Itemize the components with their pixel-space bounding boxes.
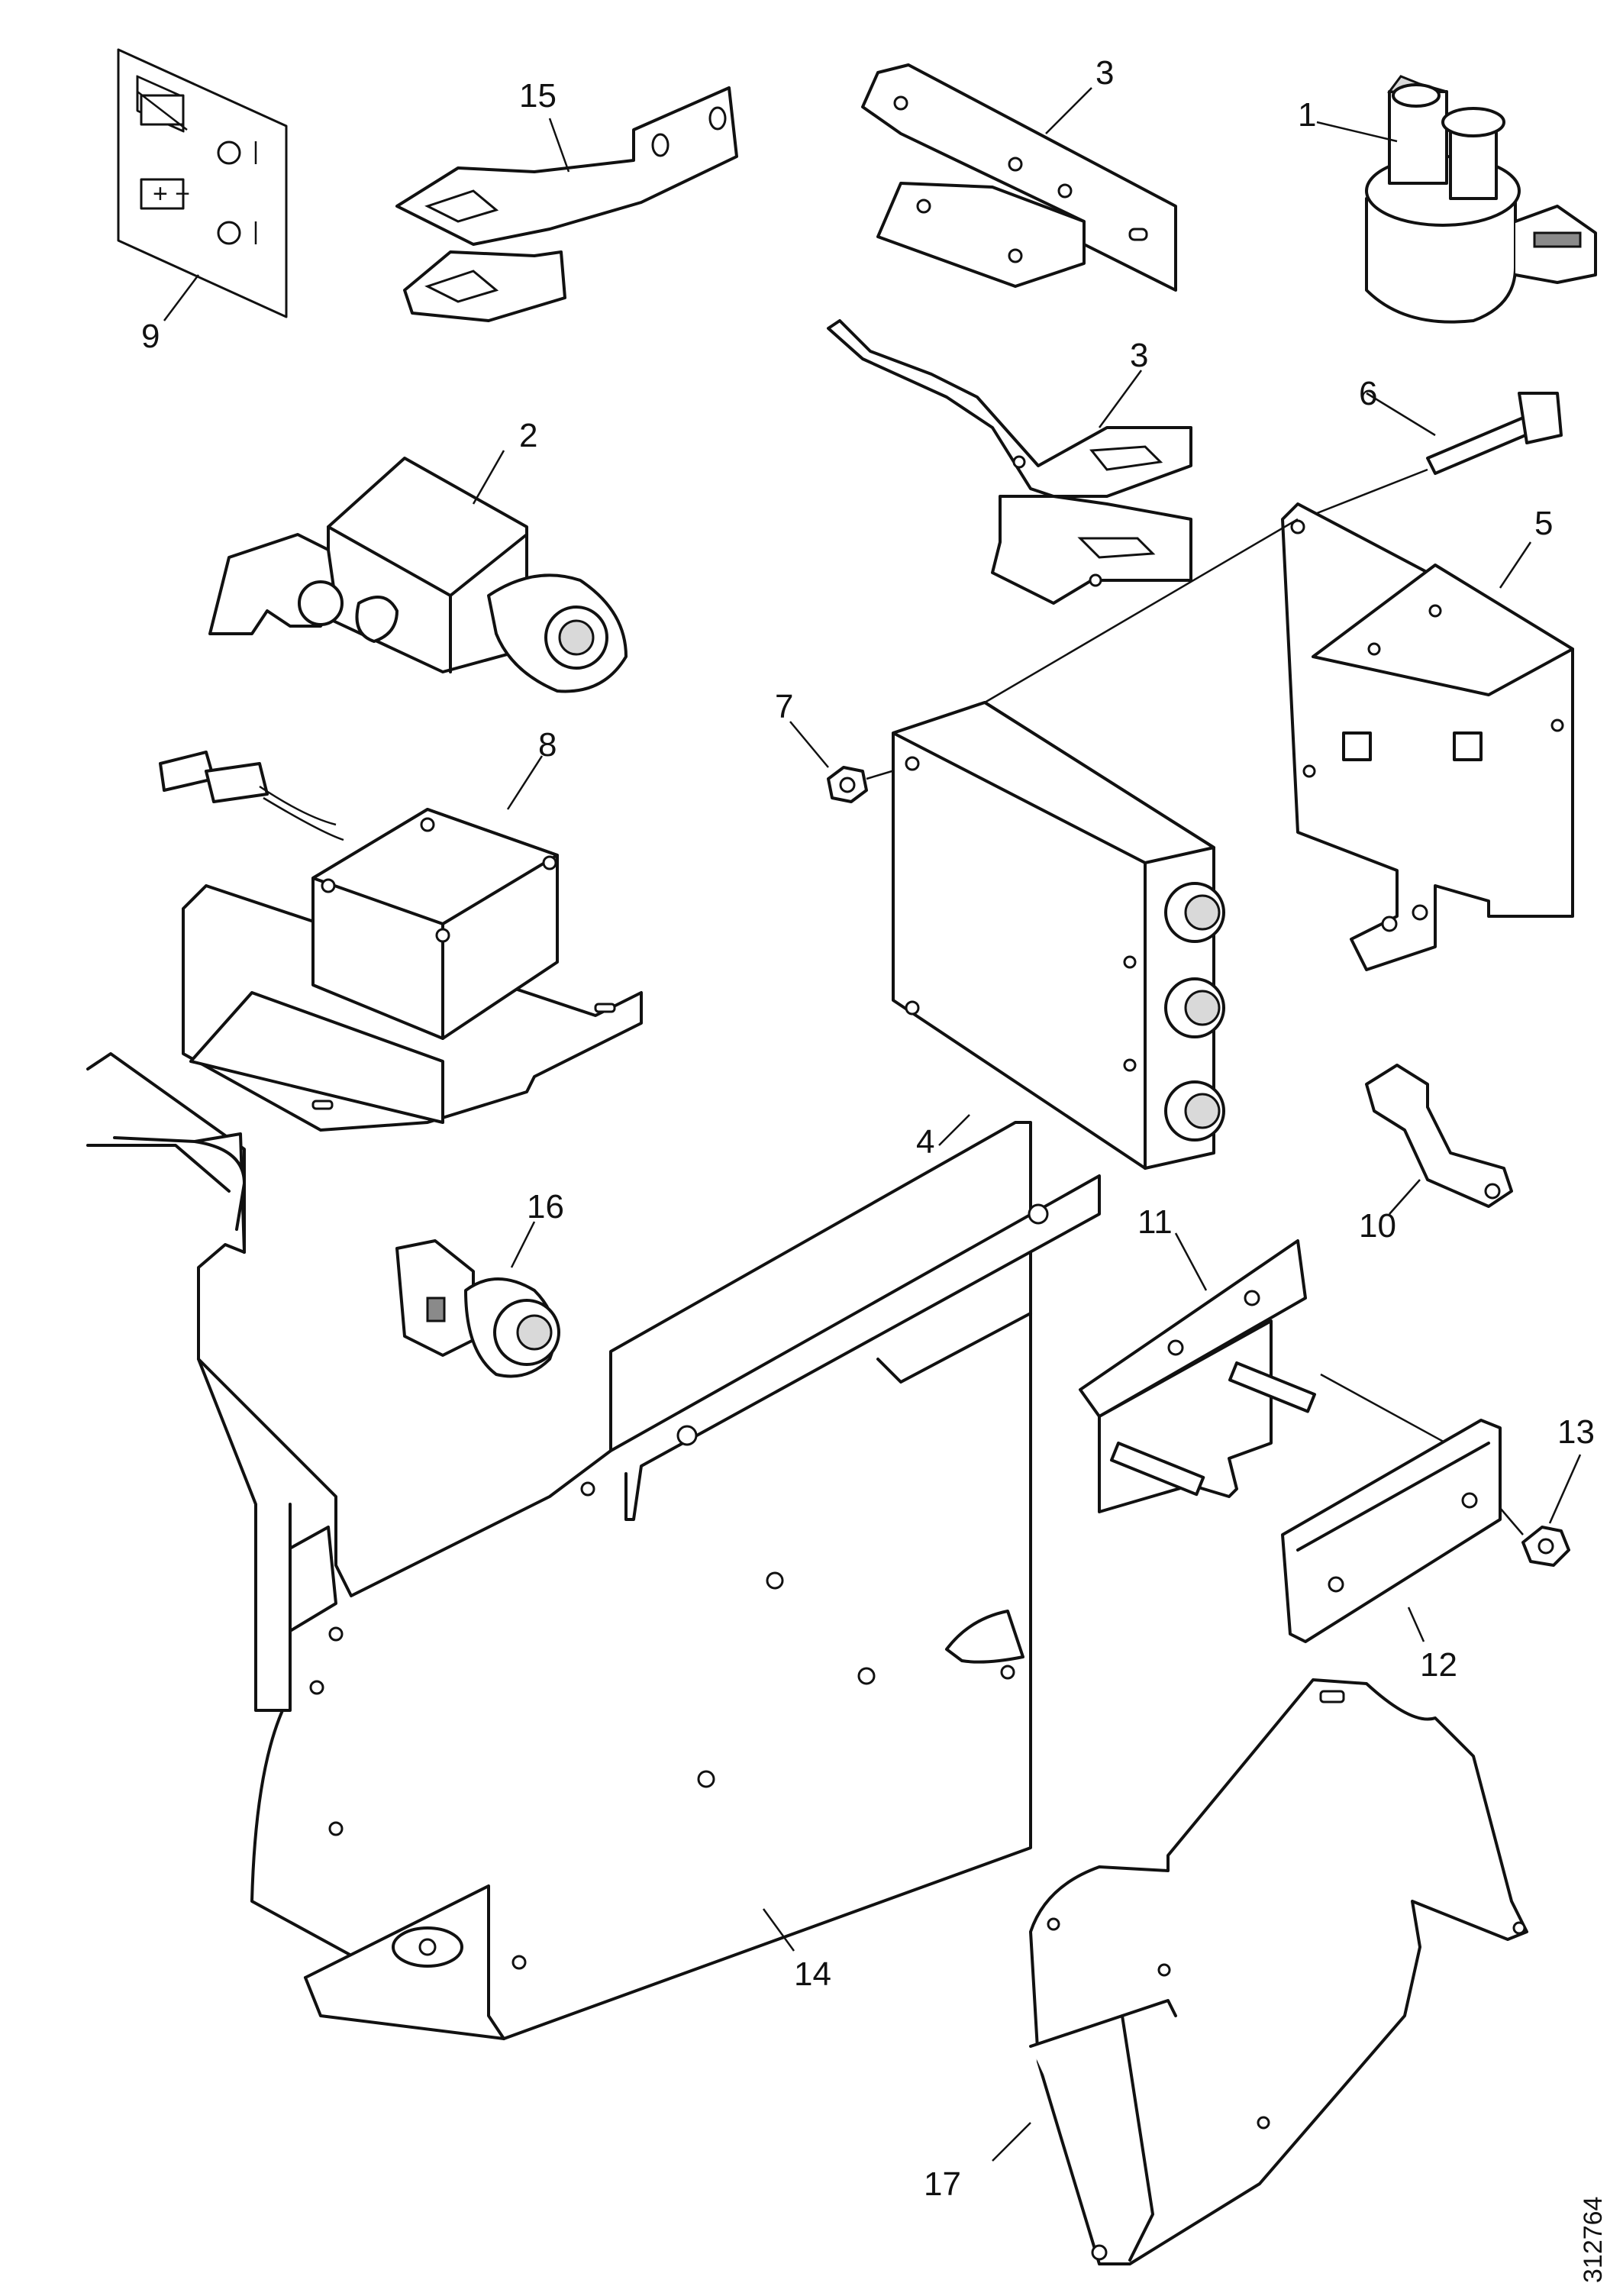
part-8-relay-box xyxy=(159,751,643,1132)
part-16-connector xyxy=(395,1221,560,1378)
connector-middle xyxy=(1164,977,1225,1038)
leader-9 xyxy=(163,274,199,321)
callout-6: 6 xyxy=(1359,375,1377,412)
connector-bottom xyxy=(1164,1080,1225,1142)
leader-4-axis xyxy=(984,518,1299,704)
part-7-nut xyxy=(789,721,905,803)
callout-8: 8 xyxy=(538,726,557,764)
callout-1: 1 xyxy=(1298,96,1316,134)
part-13-nut xyxy=(1499,1454,1582,1567)
part-1-solenoid xyxy=(1316,75,1597,324)
connector-top xyxy=(1164,882,1225,943)
callout-13: 13 xyxy=(1557,1413,1595,1451)
callout-5: 5 xyxy=(1534,505,1553,542)
leader-10 xyxy=(1389,1179,1421,1215)
leader-17 xyxy=(992,2122,1031,2162)
part-6-bolt xyxy=(1301,392,1563,521)
callout-11: 11 xyxy=(1137,1203,1173,1241)
part-3a-bracket xyxy=(861,63,1177,292)
part-12-bracket xyxy=(1281,1419,1502,1643)
part-11-bracket xyxy=(1079,1232,1482,1513)
callout-15: 15 xyxy=(519,77,557,115)
callout-3-upper: 3 xyxy=(1095,54,1114,92)
leader-13 xyxy=(1548,1454,1582,1524)
leader-5 xyxy=(1499,541,1532,589)
leader-3a xyxy=(1045,87,1092,134)
part-5-mounting-plate xyxy=(1281,502,1574,971)
callout-9: 9 xyxy=(141,318,160,355)
callout-17: 17 xyxy=(924,2165,961,2203)
battery-on-icon: + − xyxy=(140,178,190,210)
part-9-decal: + − xyxy=(117,48,288,321)
callout-3-lower: 3 xyxy=(1130,337,1148,374)
callout-16: 16 xyxy=(527,1188,564,1226)
key-switch-down-icon xyxy=(217,221,257,245)
callout-2: 2 xyxy=(519,417,537,454)
leader-11 xyxy=(1174,1232,1208,1291)
leader-13-axis xyxy=(1499,1507,1524,1536)
callout-7: 7 xyxy=(775,688,793,725)
leader-15 xyxy=(548,118,570,173)
leader-14 xyxy=(762,1908,795,1952)
part-10-clip xyxy=(1365,1064,1513,1215)
document-number: 312764 xyxy=(1579,2197,1608,2283)
leader-4 xyxy=(938,1114,970,1146)
callout-4: 4 xyxy=(916,1123,934,1161)
leader-16 xyxy=(510,1221,536,1268)
key-switch-up-icon xyxy=(217,140,257,165)
part-14-main-bracket xyxy=(86,1052,1101,2040)
leader-8 xyxy=(506,755,544,810)
part-4-control-unit xyxy=(892,518,1299,1170)
battery-off-icon xyxy=(137,91,188,131)
part-17-cover xyxy=(992,1678,1528,2265)
callout-14: 14 xyxy=(794,1955,831,1993)
callout-10: 10 xyxy=(1359,1207,1396,1245)
leader-2 xyxy=(472,450,505,505)
part-2-isolator-switch xyxy=(208,450,628,693)
leader-6 xyxy=(1366,392,1436,437)
leader-6-axis xyxy=(1301,468,1428,521)
leader-7 xyxy=(789,721,829,768)
part-3b-bracket xyxy=(827,319,1192,605)
leader-1 xyxy=(1316,121,1398,143)
leader-3b xyxy=(1098,370,1143,428)
callout-12: 12 xyxy=(1420,1646,1457,1684)
part-15-bracket xyxy=(395,86,738,322)
svg-text:+ −: + − xyxy=(153,179,190,208)
leader-12 xyxy=(1407,1607,1425,1642)
